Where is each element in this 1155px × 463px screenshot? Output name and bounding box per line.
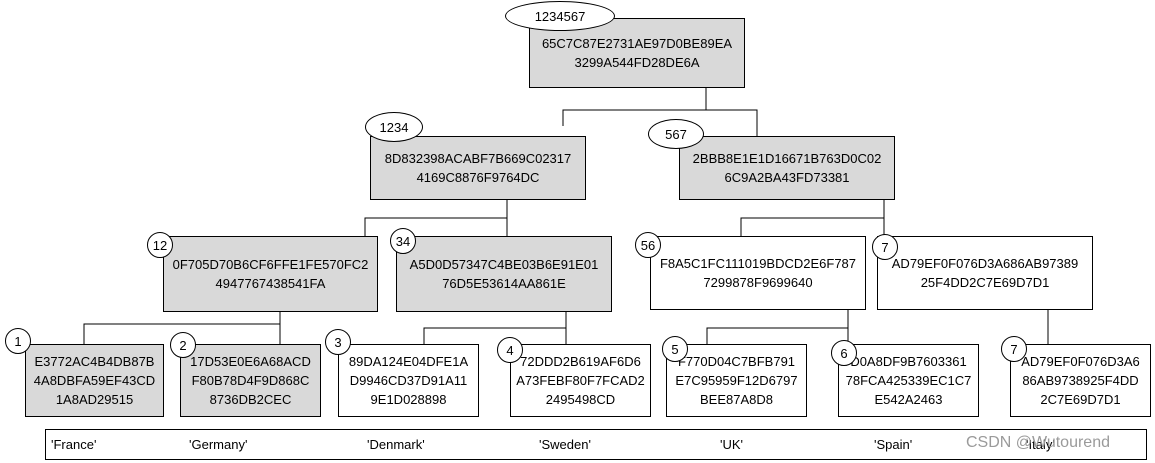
node-label-badge: 567 (648, 119, 704, 149)
node-label-badge: 6 (831, 340, 857, 366)
leaf-node-7: AD79EF0F076D3A6 86AB9738925F4DD 2C7E69D7… (1010, 344, 1151, 417)
node-hash-line: 6C9A2BA43FD73381 (724, 170, 850, 185)
country-label: 'France' (51, 437, 97, 452)
node-hash-line: E3772AC4B4DB87B (34, 354, 155, 369)
node-hash-line: A5D0D57347C4BE03B6E91E01 (409, 257, 599, 272)
node-hash-line: 8736DB2CEC (209, 392, 292, 407)
node-hash-line: BEE87A8D8 (700, 392, 773, 407)
tree-node-34: A5D0D57347C4BE03B6E91E01 76D5E53614AA861… (396, 236, 612, 312)
node-hash-line: 7299878F9699640 (703, 275, 813, 290)
node-hash-line: 76D5E53614AA861E (442, 276, 566, 291)
node-hash-line: 78FCA425339EC1C7 (845, 373, 972, 388)
node-hash-line: 2BBB8E1E1D16671B763D0C02 (692, 151, 882, 166)
node-hash-line: 4169C8876F9764DC (416, 170, 540, 185)
node-hash-line: 2C7E69D7D1 (1040, 392, 1121, 407)
node-hash-line: F770D04C7BFB791 (677, 354, 796, 369)
node-hash-line: 9E1D028898 (370, 392, 447, 407)
leaf-node-4: 72DDD2B619AF6D6 A73FEBF80F7FCAD2 2495498… (510, 344, 651, 417)
tree-node-56: F8A5C1FC111019BDCD2E6F787 7299878F969964… (650, 236, 866, 310)
node-hash-line: F80B78D4F9D868C (191, 373, 310, 388)
node-hash-line: D9946CD37D91A11 (349, 373, 468, 388)
tree-node-1234: 8D832398ACABF7B669C02317 4169C8876F9764D… (370, 136, 586, 200)
node-hash-line: A73FEBF80F7FCAD2 (516, 373, 645, 388)
country-label: 'Spain' (874, 437, 913, 452)
country-label: 'Denmark' (367, 437, 425, 452)
node-hash-line: 89DA124E04DFE1A (348, 354, 469, 369)
node-hash-line: 2495498CD (545, 392, 616, 407)
tree-node-7: AD79EF0F076D3A686AB97389 25F4DD2C7E69D7D… (877, 236, 1093, 310)
node-hash-line: 86AB9738925F4DD (1022, 373, 1139, 388)
node-hash-line: F8A5C1FC111019BDCD2E6F787 (659, 256, 857, 271)
node-hash-line: 3299A544FD28DE6A (574, 55, 700, 70)
leaf-node-6: D0A8DF9B7603361 78FCA425339EC1C7 E542A24… (838, 344, 979, 417)
leaf-node-2: 17D53E0E6A68ACD F80B78D4F9D868C 8736DB2C… (180, 344, 321, 417)
node-label-badge: 1234 (365, 112, 423, 142)
leaf-node-3: 89DA124E04DFE1A D9946CD37D91A11 9E1D0288… (338, 344, 479, 417)
node-hash-line: 1A8AD29515 (55, 392, 134, 407)
node-hash-line: AD79EF0F076D3A686AB97389 (891, 256, 1079, 271)
node-hash-line: AD79EF0F076D3A6 (1021, 354, 1140, 369)
node-label-badge: 5 (662, 336, 688, 362)
node-hash-line: 17D53E0E6A68ACD (190, 354, 311, 369)
country-label: 'Germany' (189, 437, 248, 452)
node-hash-line: E7C95959F12D6797 (675, 373, 798, 388)
node-label-badge: 34 (390, 228, 416, 254)
node-label-badge: 4 (497, 337, 523, 363)
country-label: 'UK' (720, 437, 744, 452)
node-hash-line: 0F705D70B6CF6FFE1FE570FC2 (172, 257, 369, 272)
watermark: CSDN @Wutourend (966, 434, 1110, 451)
node-label-badge: 7 (1001, 336, 1027, 362)
node-label-badge: 1 (5, 328, 31, 354)
leaf-node-1: E3772AC4B4DB87B 4A8DBFA59EF43CD 1A8AD295… (25, 344, 164, 417)
node-label-badge: 1234567 (505, 1, 615, 31)
node-hash-line: 8D832398ACABF7B669C02317 (384, 151, 572, 166)
node-hash-line: 25F4DD2C7E69D7D1 (920, 275, 1050, 290)
node-hash-line: D0A8DF9B7603361 (850, 354, 967, 369)
node-hash-line: 4947767438541FA (215, 276, 326, 291)
node-hash-line: 65C7C87E2731AE97D0BE89EA (541, 36, 733, 51)
node-label-badge: 12 (147, 232, 173, 258)
tree-node-12: 0F705D70B6CF6FFE1FE570FC2 4947767438541F… (163, 236, 378, 312)
node-label-badge: 56 (635, 232, 661, 258)
node-hash-line: 72DDD2B619AF6D6 (520, 354, 641, 369)
country-label: 'Sweden' (539, 437, 591, 452)
node-hash-line: 4A8DBFA59EF43CD (33, 373, 156, 388)
tree-node-567: 2BBB8E1E1D16671B763D0C02 6C9A2BA43FD7338… (679, 136, 895, 200)
node-label-badge: 3 (325, 329, 351, 355)
node-hash-line: E542A2463 (874, 392, 943, 407)
node-label-badge: 2 (170, 332, 196, 358)
leaf-node-5: F770D04C7BFB791 E7C95959F12D6797 BEE87A8… (666, 344, 807, 417)
country-row: 'France' 'Germany' 'Denmark' 'Sweden' 'U… (45, 429, 1147, 460)
node-label-badge: 7 (872, 234, 898, 260)
country-label: 'Italy' (1026, 437, 1055, 452)
